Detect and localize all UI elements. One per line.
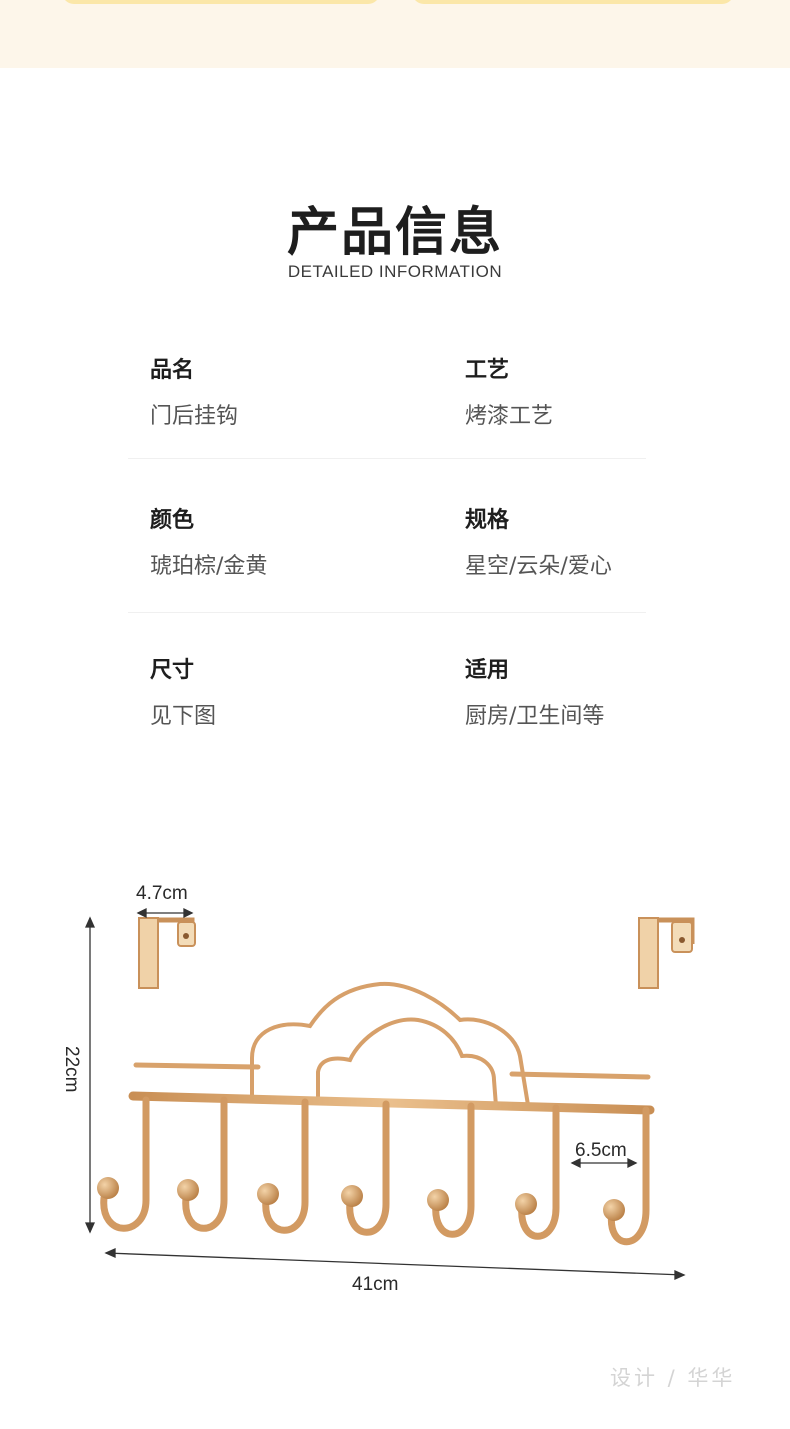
hook [346,1100,390,1236]
spec-value: 门后挂钩 [150,404,239,429]
hook [100,1096,150,1232]
hook [182,1096,228,1232]
spec-value: 厨房/卫生间等 [465,704,605,729]
spec-name: 品名 门后挂钩 [150,352,238,430]
spec-value: 烤漆工艺 [465,404,554,429]
spec-color: 颜色 琥珀棕/金黄 [150,502,267,580]
main-rail [128,1091,655,1115]
hook-end-balls [97,1177,625,1221]
hook-spacing-label: 6.5cm [575,1140,627,1161]
hook [518,1104,560,1240]
spec-label: 品名 [150,358,195,383]
dimension-lines [84,907,686,1281]
total-width-label: 41cm [352,1274,398,1295]
design-credit: 设计 / 华华 [610,1366,736,1390]
top-tab-left [62,0,380,4]
top-tab-right [412,0,734,4]
hook-row [100,1096,650,1246]
section-subtitle: DETAILED INFORMATION [287,262,503,281]
spec-divider [128,458,646,459]
spec-style: 规格 星空/云朵/爱心 [465,502,612,580]
cloud-frame [250,981,530,1108]
section-title: 产品信息 [286,203,503,263]
left-door-bracket [138,917,196,989]
spec-value: 见下图 [150,704,217,729]
hook [432,1102,475,1238]
spec-value: 琥珀棕/金黄 [150,554,268,579]
spec-value: 星空/云朵/爱心 [465,554,612,579]
upper-short-bars [133,1062,651,1080]
hook [607,1106,650,1246]
top-banner-band [0,0,790,68]
spec-divider [128,612,646,613]
spec-label: 工艺 [465,358,510,383]
spec-label: 适用 [465,658,510,683]
bracket-width-label: 4.7cm [136,883,188,904]
hook-dimension-diagram: 4.7cm 22cm 6.5cm 41cm [61,883,695,1295]
spec-size: 尺寸 见下图 [150,652,216,730]
spec-usage: 适用 厨房/卫生间等 [465,652,604,730]
height-label: 22cm [61,1046,82,1092]
hook [262,1098,309,1234]
spec-label: 颜色 [150,508,195,533]
spec-craft: 工艺 烤漆工艺 [465,352,553,430]
spec-label: 尺寸 [150,658,195,683]
side-rods [143,983,655,1116]
right-door-bracket [638,917,695,989]
spec-label: 规格 [465,508,510,533]
